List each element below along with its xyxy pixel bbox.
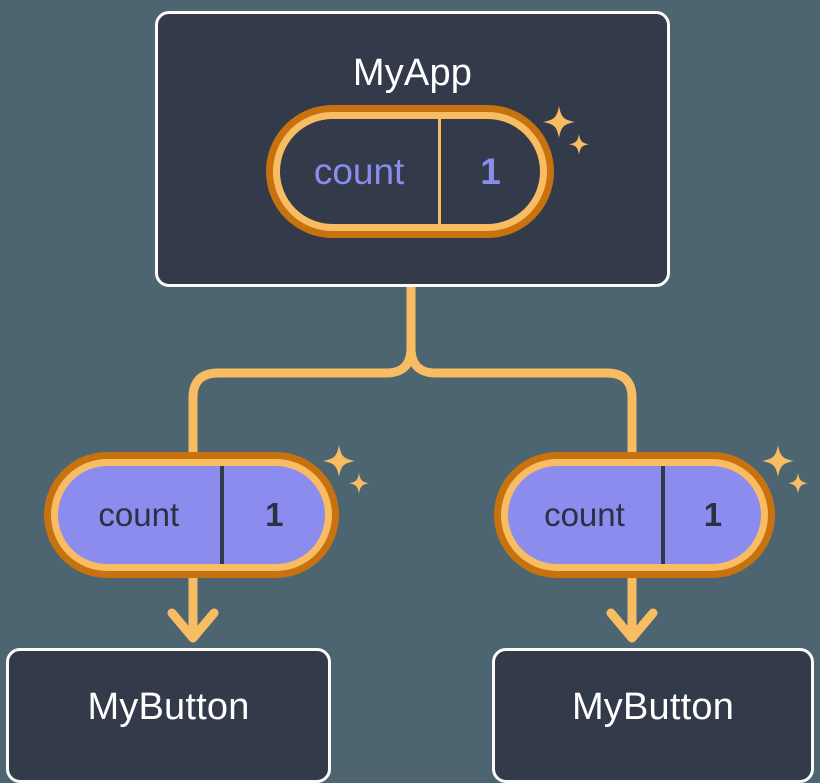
component-card-mybutton-left[interactable]: MyButton (6, 648, 331, 783)
state-key-label: count (58, 466, 224, 564)
state-pill-child-right[interactable]: count 1 (494, 452, 775, 578)
arrow-left-head (167, 608, 219, 643)
component-name-mybutton: MyButton (571, 686, 735, 728)
state-pill-child-left[interactable]: count 1 (44, 452, 339, 578)
state-pill-myapp[interactable]: count 1 (266, 105, 554, 238)
connector-tree-path-right (406, 343, 637, 460)
state-value-label: 1 (265, 496, 284, 533)
arrow-right-head (606, 608, 658, 643)
component-card-mybutton-right[interactable]: MyButton (492, 648, 814, 783)
state-value-label: 1 (703, 496, 723, 533)
connector-tree-path (188, 279, 416, 460)
state-pill-ring: count 1 (51, 459, 332, 571)
state-pill-ring: count 1 (501, 459, 768, 571)
state-key-label: count (280, 119, 442, 224)
state-pill-body: count 1 (508, 466, 761, 564)
state-value-label: 1 (480, 150, 501, 192)
component-name-myapp: MyApp (352, 52, 473, 94)
state-pill-body: count 1 (58, 466, 325, 564)
component-name-mybutton: MyButton (87, 686, 250, 728)
state-pill-body: count 1 (280, 119, 540, 224)
state-pill-ring: count 1 (273, 112, 547, 231)
state-key-label: count (508, 466, 665, 564)
